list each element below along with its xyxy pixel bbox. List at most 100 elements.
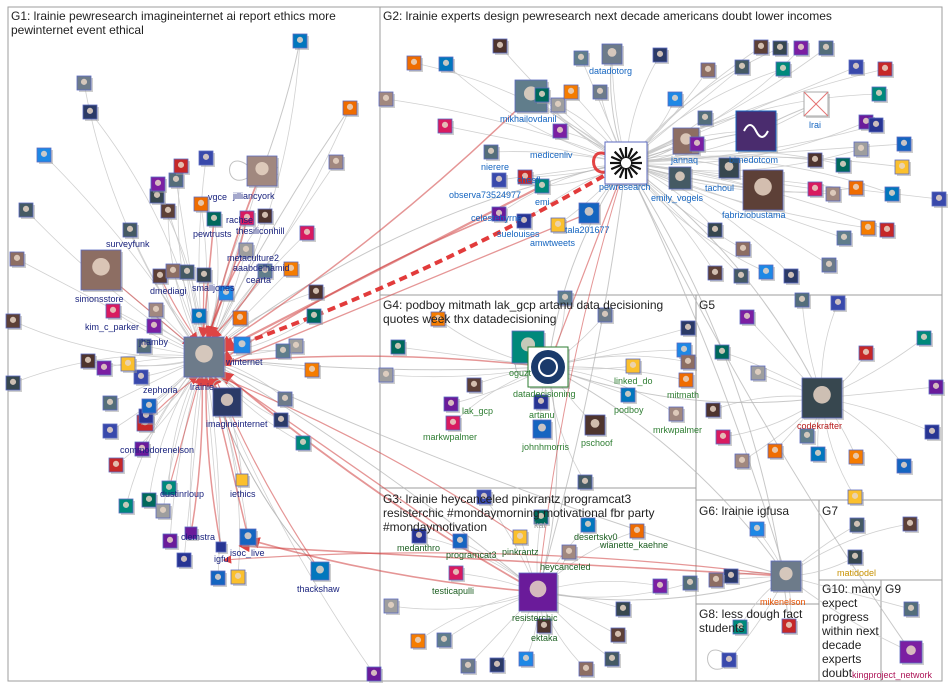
avatar[interactable] — [460, 658, 477, 675]
avatar[interactable] — [489, 657, 506, 674]
avatar[interactable] — [102, 423, 119, 440]
avatar[interactable] — [550, 97, 567, 114]
avatar[interactable] — [896, 136, 913, 153]
avatar[interactable] — [246, 155, 279, 188]
avatar[interactable] — [235, 473, 250, 488]
avatar[interactable] — [902, 516, 919, 533]
avatar[interactable] — [257, 208, 274, 225]
avatar[interactable] — [295, 435, 312, 452]
avatar[interactable] — [308, 284, 325, 301]
avatar[interactable] — [533, 394, 550, 411]
avatar[interactable] — [561, 544, 578, 561]
avatar[interactable] — [445, 415, 462, 432]
avatar[interactable] — [5, 375, 22, 392]
avatar[interactable] — [793, 40, 810, 57]
avatar[interactable] — [899, 640, 924, 665]
avatar[interactable] — [438, 56, 455, 73]
avatar[interactable] — [406, 55, 423, 72]
avatar[interactable] — [680, 320, 697, 337]
avatar[interactable] — [191, 308, 208, 325]
avatar[interactable] — [610, 627, 627, 644]
avatar[interactable] — [146, 318, 163, 335]
avatar[interactable] — [739, 309, 756, 326]
avatar[interactable] — [584, 414, 607, 437]
avatar[interactable] — [563, 84, 580, 101]
avatar[interactable] — [680, 354, 697, 371]
avatar[interactable] — [492, 38, 509, 55]
avatar[interactable] — [615, 601, 632, 618]
avatar[interactable] — [836, 230, 853, 247]
avatar[interactable] — [858, 345, 875, 362]
avatar[interactable] — [700, 62, 717, 79]
avatar[interactable] — [288, 338, 305, 355]
avatar[interactable] — [708, 572, 725, 589]
avatar[interactable] — [306, 308, 323, 325]
avatar[interactable] — [772, 40, 789, 57]
avatar[interactable] — [715, 429, 732, 446]
avatar[interactable] — [697, 110, 714, 127]
avatar[interactable] — [118, 498, 135, 515]
avatar[interactable] — [491, 206, 508, 223]
avatar[interactable] — [781, 618, 798, 635]
avatar[interactable] — [557, 290, 574, 307]
avatar[interactable] — [102, 395, 119, 412]
avatar[interactable] — [176, 552, 193, 569]
avatar[interactable] — [758, 264, 775, 281]
avatar[interactable] — [155, 503, 172, 520]
avatar[interactable] — [165, 263, 182, 280]
avatar[interactable] — [689, 136, 706, 153]
avatar[interactable] — [366, 666, 383, 683]
avatar[interactable] — [848, 180, 865, 197]
avatar[interactable] — [620, 387, 637, 404]
avatar[interactable] — [847, 489, 864, 506]
avatar[interactable] — [218, 285, 235, 302]
avatar[interactable] — [668, 406, 685, 423]
avatar[interactable] — [257, 263, 274, 280]
avatar[interactable] — [652, 578, 669, 595]
avatar[interactable] — [183, 336, 226, 379]
avatar[interactable] — [810, 446, 827, 463]
avatar[interactable] — [577, 474, 594, 491]
avatar[interactable] — [476, 489, 493, 506]
avatar[interactable] — [518, 572, 559, 613]
avatar[interactable] — [518, 651, 535, 668]
avatar[interactable] — [390, 339, 407, 356]
avatar[interactable] — [443, 396, 460, 413]
avatar[interactable] — [931, 191, 948, 208]
avatar[interactable] — [232, 310, 249, 327]
avatar[interactable] — [206, 211, 223, 228]
avatar[interactable] — [916, 330, 933, 347]
avatar[interactable] — [161, 480, 178, 497]
avatar[interactable] — [807, 152, 824, 169]
avatar[interactable] — [928, 379, 945, 396]
avatar[interactable] — [141, 398, 158, 415]
avatar[interactable] — [924, 424, 941, 441]
avatar[interactable] — [847, 549, 864, 566]
avatar[interactable] — [707, 222, 724, 239]
avatar[interactable] — [516, 213, 533, 230]
avatar[interactable] — [437, 118, 454, 135]
avatar[interactable] — [410, 633, 427, 650]
avatar[interactable] — [835, 157, 852, 174]
avatar[interactable] — [552, 123, 569, 140]
avatar[interactable] — [879, 222, 896, 239]
avatar[interactable] — [198, 150, 215, 167]
avatar[interactable] — [801, 377, 844, 420]
avatar[interactable] — [536, 618, 553, 635]
avatar[interactable] — [580, 517, 597, 534]
avatar[interactable] — [141, 492, 158, 509]
avatar[interactable] — [877, 61, 894, 78]
avatar[interactable] — [742, 169, 785, 212]
avatar[interactable] — [233, 336, 252, 355]
avatar[interactable] — [799, 428, 816, 445]
avatar[interactable] — [625, 358, 642, 375]
avatar[interactable] — [770, 560, 803, 593]
avatar[interactable] — [705, 402, 722, 419]
avatar[interactable] — [512, 529, 529, 546]
avatar[interactable] — [133, 369, 150, 386]
avatar[interactable] — [96, 360, 113, 377]
avatar[interactable] — [668, 166, 693, 191]
avatar[interactable] — [604, 651, 621, 668]
avatar[interactable] — [783, 268, 800, 285]
avatar[interactable] — [592, 84, 609, 101]
